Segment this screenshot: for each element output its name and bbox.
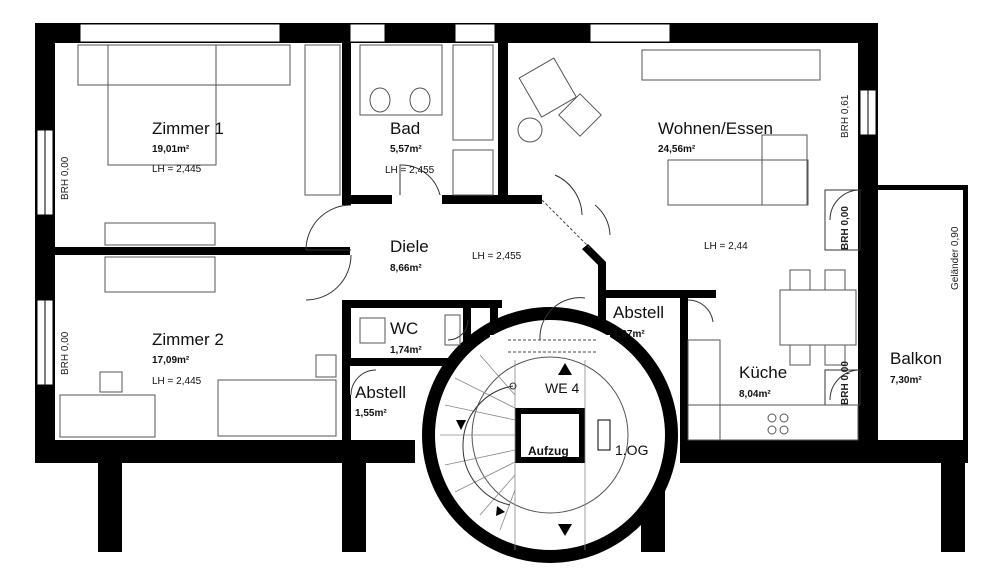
room-area: 5,57m²: [390, 144, 422, 155]
room-name: WC: [390, 319, 418, 338]
floor-label: 1.OG: [615, 442, 648, 458]
stair-down-arrow: [558, 524, 572, 536]
room-area: 17,09m²: [152, 355, 190, 366]
room-diele: Diele 8,66m² LH = 2,455: [390, 237, 522, 274]
room-name: Balkon: [890, 349, 942, 368]
windows: [36, 23, 877, 386]
doors: [305, 164, 861, 406]
stair-core: [422, 307, 678, 563]
sill-height-left-bottom: BRH 0,00: [60, 331, 71, 375]
room-zimmer-2: Zimmer 2 17,09m² LH = 2,445: [152, 330, 224, 387]
room-wohnen-essen: Wohnen/Essen 24,56m² LH = 2,44: [658, 119, 773, 252]
room-area: 8,66m²: [390, 263, 422, 274]
room-abstell-2: Abstell 1,55m²: [355, 383, 406, 419]
room-height: LH = 2,445: [152, 376, 202, 387]
room-name: Zimmer 1: [152, 119, 224, 138]
room-bad: Bad 5,57m² LH = 2,455: [385, 119, 435, 176]
room-zimmer-1: Zimmer 1 19,01m² LH = 2,445: [152, 119, 224, 175]
room-name: Zimmer 2: [152, 330, 224, 349]
sill-height-right-top: BRH 0,61: [840, 94, 851, 138]
room-name: Abstell: [613, 303, 664, 322]
room-height: LH = 2,455: [385, 165, 435, 176]
room-name: Abstell: [355, 383, 406, 402]
room-area: 24,56m²: [658, 144, 696, 155]
room-balkon: Balkon 7,30m²: [890, 349, 942, 386]
furniture: [59, 44, 859, 441]
sill-height-right-bottom: BRH 0,00: [840, 361, 851, 405]
railing-height: Geländer 0,90: [950, 226, 961, 290]
room-wc: WC 1,74m²: [390, 319, 422, 356]
room-height: LH = 2,455: [472, 251, 522, 262]
room-area: 7,30m²: [890, 375, 922, 386]
room-name: Wohnen/Essen: [658, 119, 773, 138]
room-height: LH = 2,44: [704, 241, 748, 252]
room-area: 1,55m²: [355, 408, 387, 419]
elevator-label: Aufzug: [528, 444, 569, 458]
sill-height-left-top: BRH 0,00: [60, 156, 71, 200]
room-area: 19,01m²: [152, 144, 190, 155]
room-height: LH = 2,445: [152, 164, 202, 175]
room-name: Küche: [739, 363, 787, 382]
room-kueche: Küche 8,04m²: [739, 363, 787, 400]
unit-label: WE 4: [545, 380, 579, 396]
room-area: 8,04m²: [739, 389, 771, 400]
room-name: Diele: [390, 237, 429, 256]
room-name: Bad: [390, 119, 420, 138]
sill-height-right-mid: BRH 0,00: [840, 206, 851, 250]
room-area: 1,74m²: [390, 345, 422, 356]
stair-up-arrow: [558, 363, 572, 375]
room-abstell-1: Abstell 1,37m²: [613, 303, 664, 340]
room-area: 1,37m²: [613, 329, 645, 340]
